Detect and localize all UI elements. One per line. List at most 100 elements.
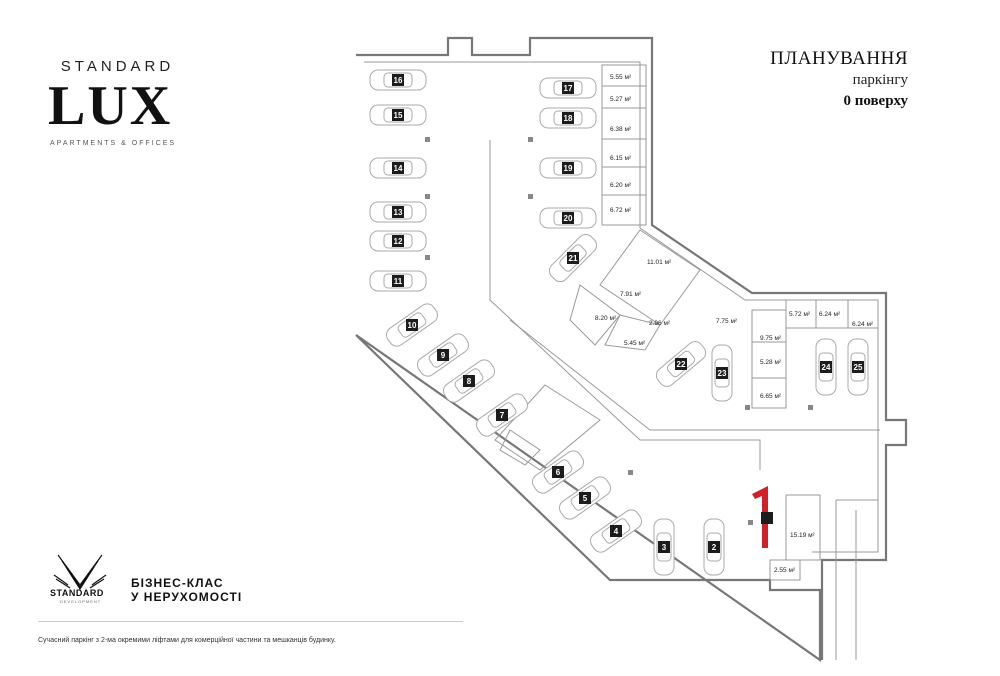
spot-number: 15 bbox=[394, 111, 403, 120]
spot-badge bbox=[675, 358, 687, 370]
storage-block-top bbox=[601, 64, 647, 226]
spot-badge bbox=[567, 252, 579, 264]
parking-spot[interactable]: 6 bbox=[529, 448, 586, 497]
spot-badge bbox=[562, 112, 574, 124]
spot-badge bbox=[562, 82, 574, 94]
spot-number: 7 bbox=[500, 411, 505, 420]
parking-spot[interactable]: 9 bbox=[414, 331, 471, 380]
parking-spot[interactable]: 13 bbox=[369, 201, 427, 223]
parking-spot[interactable]: 5 bbox=[556, 474, 613, 523]
footer-divider bbox=[38, 621, 463, 622]
parking-spot[interactable]: 19 bbox=[539, 157, 597, 179]
lift-block bbox=[494, 384, 601, 471]
parking-spot[interactable]: 22 bbox=[653, 338, 709, 389]
developer-logo-icon bbox=[53, 554, 107, 591]
brand-subtitle: APARTMENTS & OFFICES bbox=[50, 140, 177, 147]
parking-spot[interactable]: 20 bbox=[539, 207, 597, 229]
storage-label: 11.01 м² bbox=[647, 259, 672, 266]
spot-badge bbox=[392, 275, 404, 287]
inner-wall bbox=[364, 61, 879, 553]
entrance-marker-badge bbox=[761, 512, 773, 524]
spot-number: 13 bbox=[394, 208, 403, 217]
spot-number: 3 bbox=[662, 543, 667, 552]
developer-sub: DEVELOPMENT bbox=[60, 599, 102, 604]
parking-spot[interactable]: 2 bbox=[703, 518, 725, 576]
developer-name: STANDARD bbox=[50, 588, 104, 598]
spot-number: 17 bbox=[564, 84, 573, 93]
parking-spot[interactable]: 25 bbox=[847, 338, 869, 396]
parking-spot[interactable]: 17 bbox=[539, 77, 597, 99]
parking-spot[interactable]: 12 bbox=[369, 230, 427, 252]
spot-badge bbox=[716, 367, 728, 379]
slogan-line-2: У НЕРУХОМОСТІ bbox=[131, 590, 243, 604]
parking-spot[interactable]: 11 bbox=[369, 270, 427, 292]
spot-number: 22 bbox=[677, 360, 686, 369]
spot-badge bbox=[610, 525, 622, 537]
spot-number: 4 bbox=[614, 527, 619, 536]
spot-badge bbox=[392, 162, 404, 174]
parking-spot[interactable]: 16 bbox=[369, 69, 427, 91]
parking-spot[interactable]: 3 bbox=[653, 518, 675, 576]
parking-spot[interactable]: 18 bbox=[539, 107, 597, 129]
spot-number: 16 bbox=[394, 76, 403, 85]
storage-label: 6.65 м² bbox=[760, 393, 782, 400]
storage-label: 2.55 м² bbox=[774, 567, 796, 574]
spot-number: 23 bbox=[718, 369, 727, 378]
spot-badge bbox=[406, 319, 418, 331]
spot-badge bbox=[437, 349, 449, 361]
brand-logo: LUX bbox=[48, 75, 173, 137]
spot-number: 25 bbox=[854, 363, 863, 372]
title-line-1: ПЛАНУВАННЯ bbox=[770, 48, 908, 69]
drive-aisle bbox=[489, 140, 761, 470]
storage-label: 7.75 м² bbox=[716, 318, 738, 325]
spot-badge bbox=[579, 492, 591, 504]
parking-spot[interactable]: 7 bbox=[473, 391, 530, 440]
parking-spot[interactable]: 21 bbox=[546, 231, 600, 285]
storage-label: 5.28 м² bbox=[760, 359, 782, 366]
spot-badge bbox=[852, 361, 864, 373]
parking-spot[interactable]: 10 bbox=[383, 301, 440, 350]
columns bbox=[425, 137, 813, 525]
spot-number: 10 bbox=[408, 321, 417, 330]
spot-badge bbox=[562, 212, 574, 224]
parking-spot[interactable]: 23 bbox=[711, 344, 733, 402]
spot-number: 11 bbox=[394, 277, 403, 286]
parking-spot[interactable]: 24 bbox=[815, 338, 837, 396]
title-line-2: паркінгу bbox=[852, 72, 908, 88]
spot-number: 20 bbox=[564, 214, 573, 223]
storage-label: 2.96 м² bbox=[649, 320, 671, 327]
spot-badge bbox=[496, 409, 508, 421]
storage-labels: 5.55 м² 5.27 м² 6.38 м² 6.15 м² 6.20 м² … bbox=[595, 74, 874, 574]
parking-spot[interactable]: 8 bbox=[440, 357, 497, 406]
footer-note: Сучасний паркінг з 2-ма окремими ліфтами… bbox=[38, 637, 336, 644]
title-floor: 0 поверху bbox=[843, 93, 908, 109]
storage-label: 6.24 м² bbox=[852, 321, 874, 328]
parking-spot[interactable]: 4 bbox=[587, 507, 644, 556]
storage-label: 6.20 м² bbox=[610, 182, 632, 189]
spot-number: 24 bbox=[822, 363, 831, 372]
parking-spot[interactable]: 15 bbox=[369, 104, 427, 126]
storage-label: 7.91 м² bbox=[620, 291, 642, 298]
spot-badge bbox=[392, 74, 404, 86]
drive-aisle-2 bbox=[509, 319, 880, 431]
spot-badge bbox=[552, 466, 564, 478]
storage-label: 8.20 м² bbox=[595, 315, 617, 322]
spot-number: 2 bbox=[712, 543, 717, 552]
storage-label: 6.38 м² bbox=[610, 126, 632, 133]
spot-badge bbox=[463, 375, 475, 387]
slogan-line-1: БІЗНЕС-КЛАС bbox=[131, 576, 224, 590]
storage-block-right bbox=[751, 299, 879, 581]
brand-top: STANDARD bbox=[60, 58, 175, 75]
center-core bbox=[569, 229, 701, 351]
spot-number: 21 bbox=[569, 254, 578, 263]
slogan: БІЗНЕС-КЛАС У НЕРУХОМОСТІ bbox=[131, 576, 242, 604]
spot-number: 5 bbox=[583, 494, 588, 503]
spot-badge bbox=[392, 235, 404, 247]
spot-badge bbox=[708, 541, 720, 553]
storage-label: 9.75 м² bbox=[760, 335, 782, 342]
spot-badge bbox=[392, 109, 404, 121]
parking-spot[interactable]: 14 bbox=[369, 157, 427, 179]
storage-label: 6.15 м² bbox=[610, 155, 632, 162]
